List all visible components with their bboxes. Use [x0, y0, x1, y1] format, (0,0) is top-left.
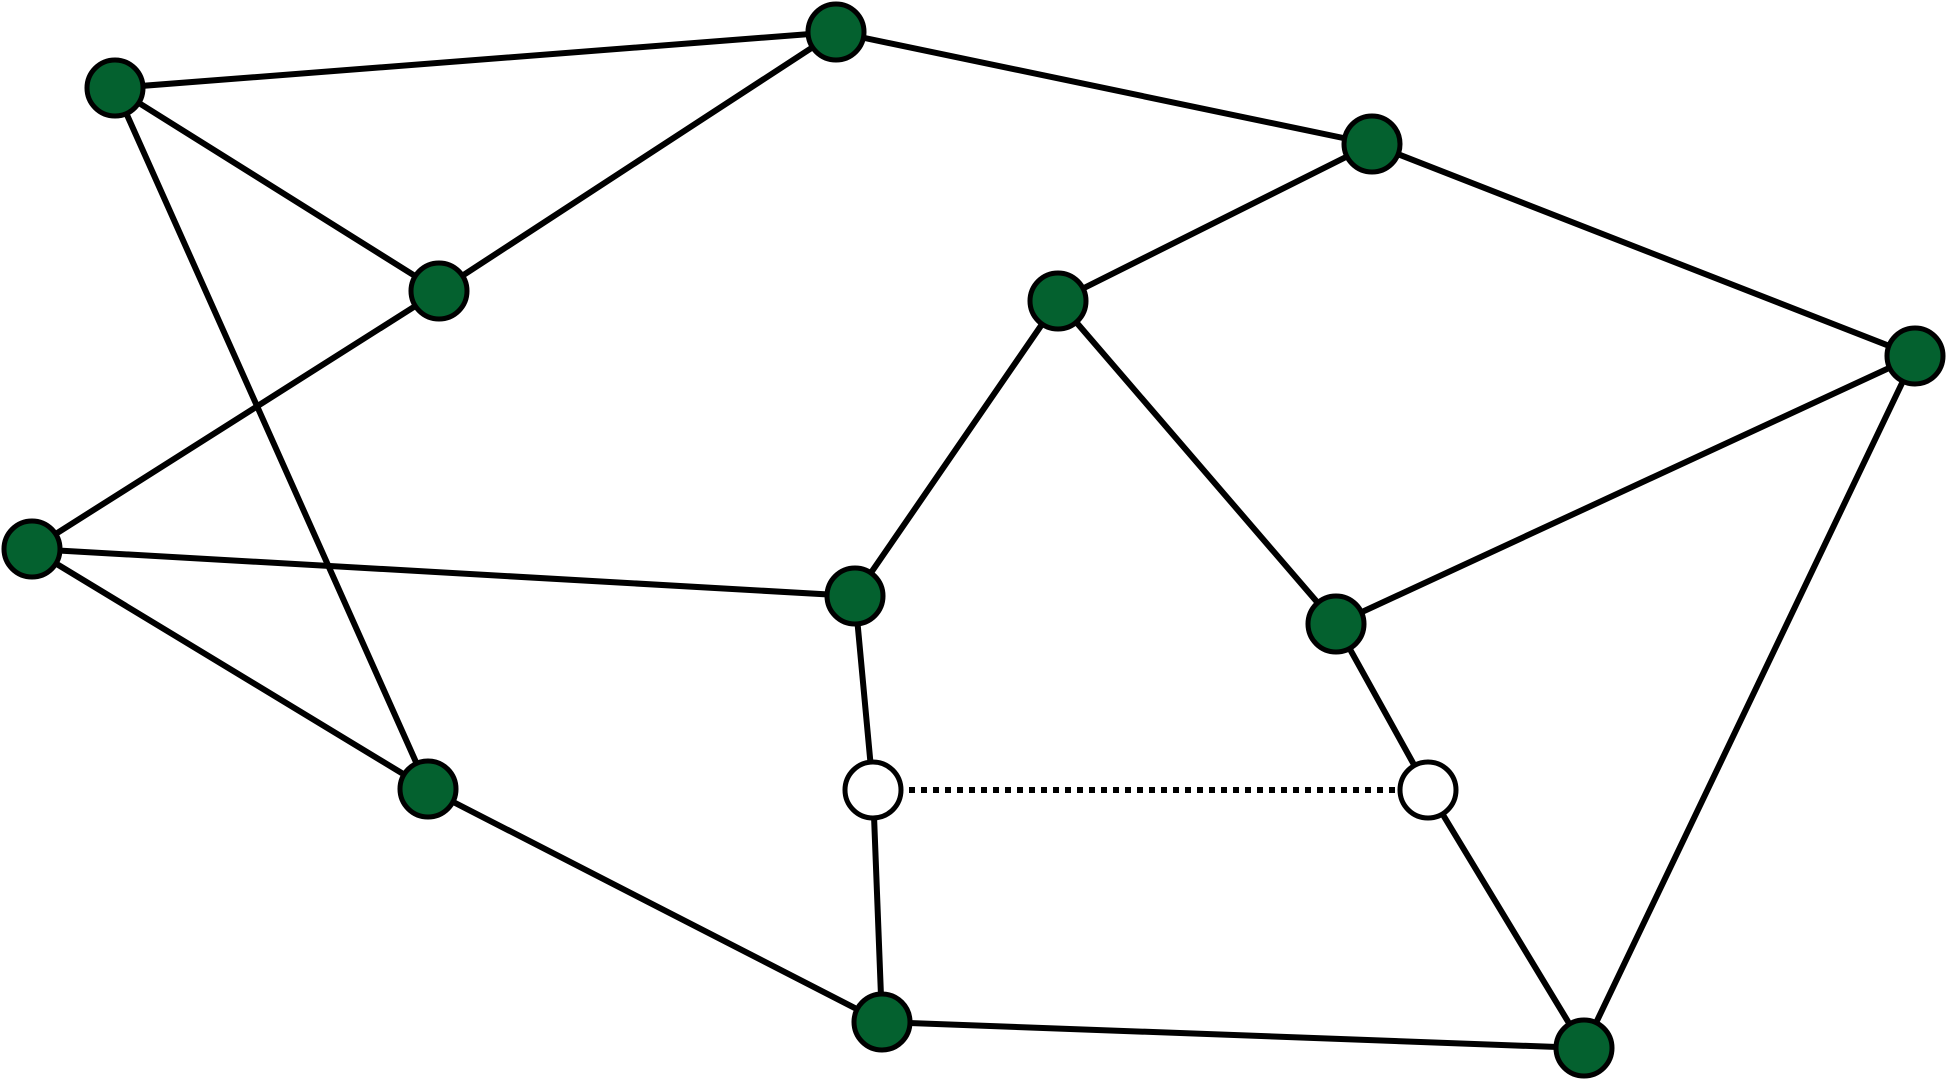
edge-a-b	[112, 29, 839, 91]
edge-g-h	[29, 546, 858, 599]
edge-f-m	[1581, 353, 1918, 1051]
edge-i-l	[425, 786, 885, 1025]
edge-g-i	[29, 546, 431, 792]
edge-b-d	[833, 29, 1375, 147]
node-h	[824, 565, 886, 627]
node-f	[1884, 325, 1946, 387]
node-d	[1341, 113, 1403, 175]
edge-e-h	[852, 298, 1061, 599]
edge-d-e	[1055, 141, 1375, 304]
edge-w2-m	[1425, 787, 1587, 1051]
edge-a-i	[112, 85, 431, 792]
node-b	[805, 1, 867, 63]
open-node-w2	[1397, 759, 1459, 821]
node-l	[851, 991, 913, 1053]
node-a	[84, 57, 146, 119]
node-j	[1305, 593, 1367, 655]
node-e	[1027, 270, 1089, 332]
edge-c-g	[29, 288, 442, 552]
edge-d-f	[1369, 141, 1918, 359]
node-g	[1, 518, 63, 580]
open-node-w1	[842, 759, 904, 821]
edge-e-j	[1055, 298, 1339, 627]
node-m	[1553, 1017, 1615, 1079]
edge-a-c	[112, 85, 442, 294]
node-c	[408, 260, 470, 322]
edge-h-w1	[852, 593, 876, 793]
edges-layer	[29, 29, 1918, 1051]
edge-b-c	[436, 29, 839, 294]
node-i	[397, 758, 459, 820]
edge-j-w2	[1333, 621, 1431, 793]
edge-w1-l	[870, 787, 885, 1025]
edge-l-m	[879, 1019, 1587, 1051]
edge-f-j	[1333, 353, 1918, 627]
